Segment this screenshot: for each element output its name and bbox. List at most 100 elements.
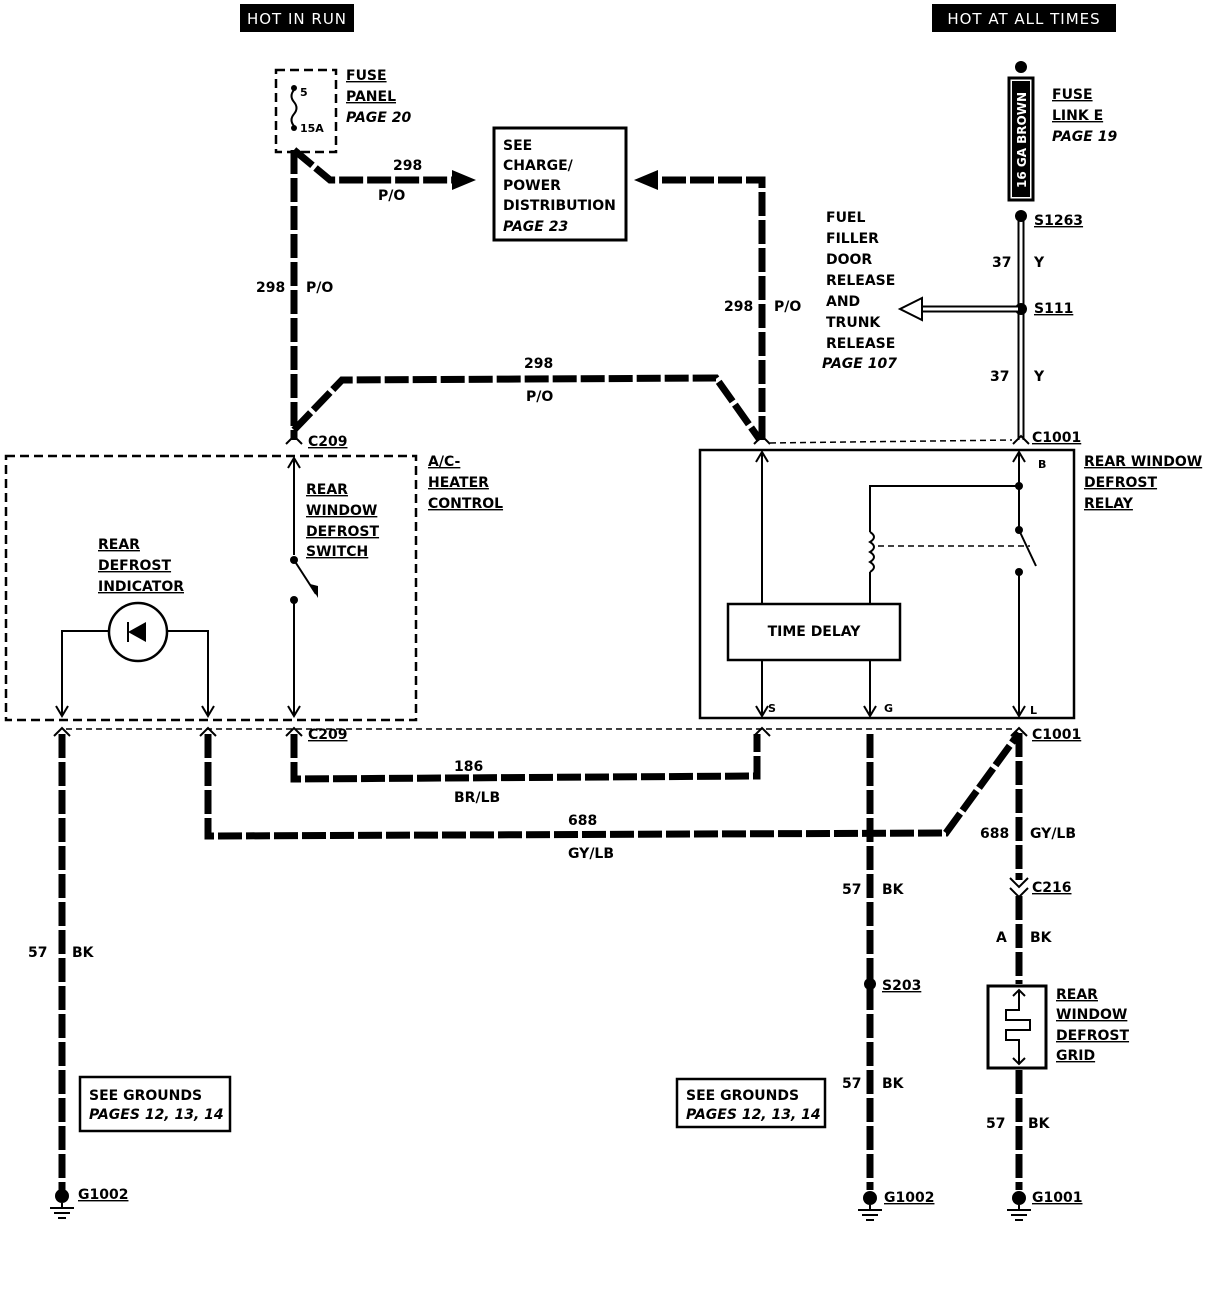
fuel-filler-label: FUEL FILLER DOOR RELEASE AND TRUNK RELEA… (822, 210, 897, 372)
c1001-top-pin-s (753, 434, 771, 445)
c1001-bottom: C1001 (1032, 727, 1081, 743)
relay-pin-g: G (884, 702, 893, 715)
g1002-mid: G1002 (884, 1190, 934, 1206)
fuel-filler-line-1: FUEL (826, 210, 865, 226)
hot-at-all-times-label: HOT AT ALL TIMES (947, 10, 1100, 28)
w57-right-num: 57 (986, 1116, 1005, 1132)
w57-mid-num: 57 (842, 882, 861, 898)
w186-color: BR/LB (454, 790, 500, 806)
ground-icon (858, 1205, 882, 1221)
grounds-note-mid: SEE GROUNDS PAGES 12, 13, 14 (675, 1077, 827, 1129)
fuse-panel-page: PAGE 20 (346, 110, 411, 126)
fuse-link-title-1: FUSE (1052, 87, 1093, 103)
ac-heater-title-3: CONTROL (428, 496, 503, 512)
w37-top-num: 37 (992, 255, 1011, 271)
hot-at-all-times-banner: HOT AT ALL TIMES (932, 4, 1116, 32)
w57-mid2-num: 57 (842, 1076, 861, 1092)
fuse-link-title-2: LINK E (1052, 108, 1103, 124)
w186-num: 186 (454, 759, 483, 775)
grounds-note-left-1: SEE GROUNDS (89, 1088, 202, 1104)
charge-power-box: SEE CHARGE/ POWER DISTRIBUTION PAGE 23 (492, 126, 628, 242)
g1002-left: G1002 (78, 1187, 128, 1203)
ground-icon (50, 1203, 74, 1219)
indicator-label-3: INDICATOR (98, 579, 184, 595)
w298-left-color: P/O (306, 280, 333, 296)
wire-298-cross (291, 374, 763, 443)
c1001-top: C1001 (1032, 430, 1081, 446)
diode-icon (128, 622, 146, 642)
grid-title-3: DEFROST (1056, 1028, 1130, 1044)
w57-mid2-color: BK (882, 1076, 905, 1092)
relay-coil-icon (868, 531, 875, 573)
grounds-note-left-2: PAGES 12, 13, 14 (89, 1107, 224, 1123)
c216: C216 (1032, 880, 1072, 896)
grid-title-2: WINDOW (1056, 1007, 1127, 1023)
w57-mid-color: BK (882, 882, 905, 898)
w57-left-color: BK (72, 945, 95, 961)
splice-s203: S203 (882, 978, 921, 994)
indicator-label-2: DEFROST (98, 558, 172, 574)
fuse-link-page: PAGE 19 (1052, 129, 1117, 145)
relay-pin-b: B (1038, 458, 1046, 471)
grounds-note-left: SEE GROUNDS PAGES 12, 13, 14 (78, 1075, 232, 1133)
wA-num: A (996, 930, 1007, 946)
fuse-panel: 5 15A FUSE PANEL PAGE 20 (274, 68, 411, 154)
wire-298-relay (656, 176, 766, 440)
indicator-label-1: REAR (98, 537, 140, 553)
defrost-relay: REAR WINDOW DEFROST RELAY B S G L TIME D… (698, 448, 1202, 720)
fuse-rating: 15A (300, 122, 324, 135)
w37-bot-color: Y (1033, 369, 1045, 385)
ground-g1002-left: G1002 (50, 1187, 128, 1219)
wire-186 (290, 734, 761, 783)
w298-left-num: 298 (256, 280, 285, 296)
grid-title-1: REAR (1056, 987, 1098, 1003)
charge-box-page: PAGE 23 (503, 219, 568, 235)
relay-title-3: RELAY (1084, 496, 1134, 512)
fuse-panel-title-1: FUSE (346, 68, 387, 84)
arrow-right-icon (452, 170, 476, 190)
w57-right-color: BK (1028, 1116, 1051, 1132)
indicator-wiring (61, 630, 209, 716)
g1001: G1001 (1032, 1190, 1082, 1206)
switch-blade (293, 559, 317, 595)
time-delay-box (726, 602, 902, 662)
fuse-link-e: 16 GA BROWN FUSE LINK E PAGE 19 (1007, 61, 1117, 202)
w688-right-num: 688 (980, 826, 1009, 842)
relay-title-2: DEFROST (1084, 475, 1158, 491)
splice-s1263-dot (1015, 210, 1027, 222)
w298-right-color: P/O (378, 188, 405, 204)
c1001-top-pin-b (1012, 434, 1030, 445)
fuel-filler-page: PAGE 107 (822, 356, 897, 372)
fuel-filler-line-7: RELEASE (826, 336, 895, 352)
w57-left-num: 57 (28, 945, 47, 961)
charge-box-line-3: POWER (503, 178, 561, 194)
arrow-left-hollow-icon (897, 296, 923, 322)
w298-cross-color: P/O (526, 389, 553, 405)
fuel-filler-line-2: FILLER (826, 231, 879, 247)
switch-label-1: REAR (306, 482, 348, 498)
relay-contact-blade (1018, 529, 1037, 567)
wire-688 (204, 730, 1022, 840)
switch-label-4: SWITCH (306, 544, 368, 560)
ground-g1002-mid: G1002 (858, 1190, 934, 1221)
c209-top-pin (285, 434, 303, 445)
w298-cross-num: 298 (524, 356, 553, 372)
w298-relay-color: P/O (774, 299, 801, 315)
charge-box-line-4: DISTRIBUTION (503, 198, 616, 214)
c209-bottom: C209 (308, 727, 348, 743)
switch-label-3: DEFROST (306, 524, 380, 540)
time-delay-label: TIME DELAY (768, 624, 862, 640)
c1001-top-connector-line (769, 439, 1013, 444)
hot-in-run-label: HOT IN RUN (247, 10, 347, 28)
fuse-number: 5 (300, 86, 308, 99)
fuse-link-wire: 16 GA BROWN (1015, 92, 1029, 188)
defrost-grid: REAR WINDOW DEFROST GRID (986, 984, 1130, 1070)
splice-s1263: S1263 (1034, 213, 1083, 229)
hot-in-run-banner: HOT IN RUN (240, 4, 354, 32)
fuel-filler-line-6: TRUNK (826, 315, 881, 331)
grid-title-4: GRID (1056, 1048, 1095, 1064)
wire-298-to-charge (291, 147, 462, 184)
splice-s203-dot (864, 978, 876, 990)
fuel-filler-line-3: DOOR (826, 252, 872, 268)
